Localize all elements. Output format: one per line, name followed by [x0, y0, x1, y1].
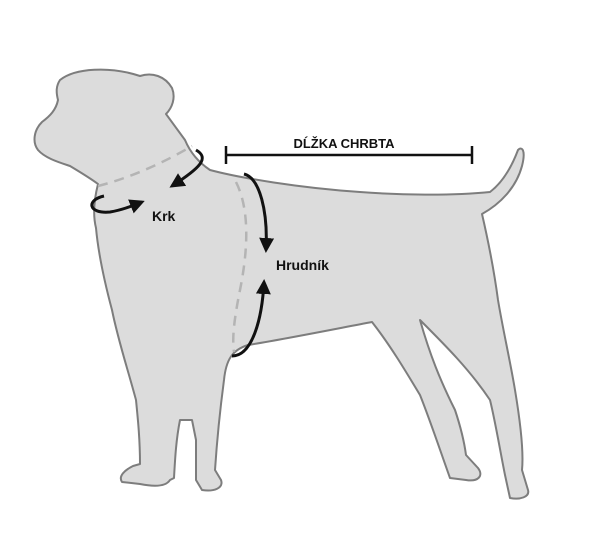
- chest-seam-line: [232, 181, 248, 353]
- chest-label: Hrudník: [276, 257, 329, 273]
- chest-measure: Hrudník: [231, 172, 329, 358]
- back-length-label: DĹŽKA CHRBTA: [293, 136, 395, 151]
- dog-silhouette-icon: [33, 68, 530, 500]
- neck-measure: Krk: [90, 148, 204, 224]
- back-length-measure: DĹŽKA CHRBTA: [224, 136, 474, 164]
- neck-arrow-lower: [90, 194, 145, 214]
- chest-arrow-lower: [231, 279, 271, 358]
- neck-seam-line: [97, 144, 193, 188]
- neck-label: Krk: [152, 208, 176, 224]
- chest-arrow-upper: [243, 172, 275, 253]
- neck-arrow-upper: [169, 148, 204, 188]
